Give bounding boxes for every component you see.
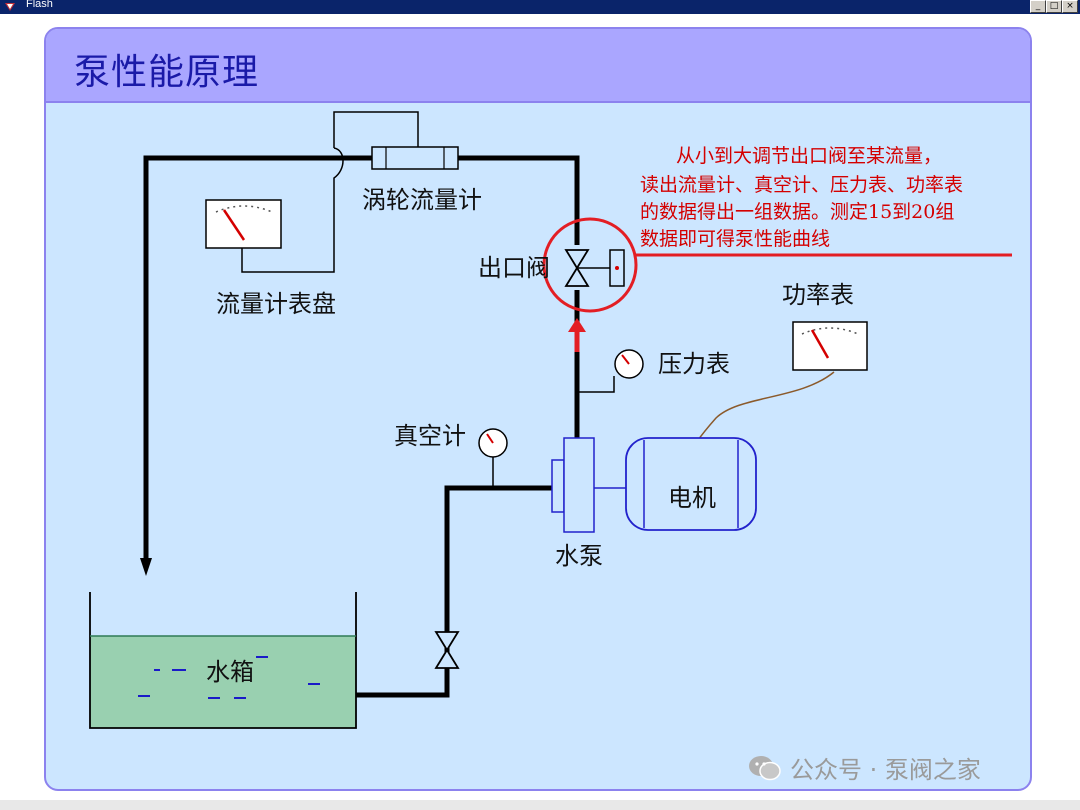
note-line-2: 读出流量计、真空计、压力表、功率表 [640,174,963,196]
tank-label: 水箱 [206,658,254,686]
valve-highlight-circle [542,217,638,313]
watermark-text: 公众号 · 泵阀之家 [790,756,981,784]
pump-body [551,437,626,533]
slide-header: 泵性能原理 [46,29,1030,103]
title-bar: Flash _ □ × [0,0,1080,14]
pressure-gauge [614,349,644,379]
procedure-note: 从小到大调节出口阀至某流量， 读出流量计、真空计、压力表、功率表 的数据得出一组… [640,145,963,250]
flowmeter-bypass-line [333,111,419,148]
vacuum-gauge [478,428,508,458]
note-line-3: 的数据得出一组数据。测定15到20组 [640,201,954,223]
flowmeter-dial-label: 流量计表盘 [216,290,336,318]
turbine-flowmeter [371,146,459,170]
wechat-icon [749,755,781,780]
water-ripples [138,656,320,699]
pressure-gauge-label: 压力表 [658,350,730,378]
turbine-flowmeter-label: 涡轮流量计 [362,186,482,214]
power-meter-label: 功率表 [782,281,854,309]
pump-label: 水泵 [555,542,603,570]
return-pipe [143,155,372,560]
minimize-button[interactable]: _ [1030,0,1046,13]
vacuum-gauge-label: 真空计 [394,422,466,450]
suction-pipe [356,485,552,698]
outlet-valve-label: 出口阀 [478,254,550,282]
flowmeter-signal-wire [241,147,344,273]
status-bar [0,800,1080,810]
flash-app-icon [5,3,15,11]
outlet-valve [564,249,625,287]
power-meter [792,321,868,371]
water-tank [89,592,357,729]
watermark: 公众号 · 泵阀之家 [748,750,981,785]
motor-label: 电机 [668,484,716,512]
maximize-button[interactable]: □ [1046,0,1062,13]
close-button[interactable]: × [1062,0,1078,13]
suction-valve [434,631,460,669]
app-name: Flash [26,0,53,10]
discharge-pipe-top [458,155,580,245]
flow-arrow-head [568,318,586,332]
flowmeter-dial [205,199,282,249]
pressure-gauge-tap [577,376,615,393]
note-line-4: 数据即可得泵性能曲线 [640,228,830,250]
slide-title: 泵性能原理 [74,52,260,93]
water [90,636,356,728]
note-line-1: 从小到大调节出口阀至某流量， [676,145,942,167]
return-arrow-head [140,558,152,576]
motor-body [625,437,757,531]
